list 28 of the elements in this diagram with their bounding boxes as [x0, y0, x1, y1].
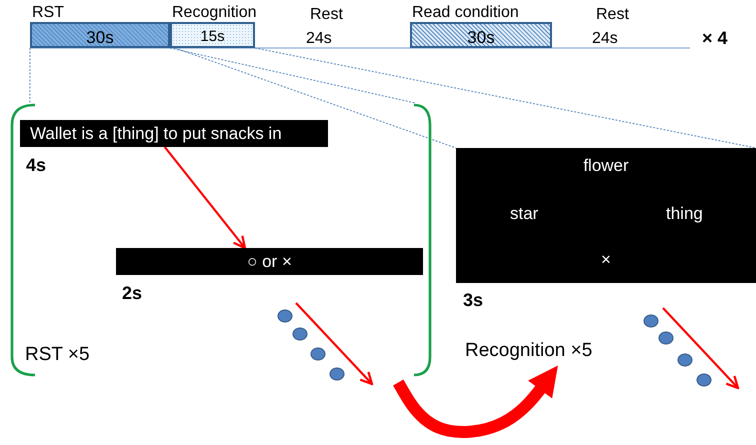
- repeat-label: Recognition ×5: [465, 341, 592, 360]
- stimulus-word: ×: [600, 251, 612, 268]
- arrow: [164, 146, 246, 250]
- segment-title: RST: [32, 5, 64, 21]
- zoom-line: [254, 48, 756, 148]
- phase-title: Rest: [596, 7, 629, 23]
- stimulus-text: Wallet is a [thing] to put snacks in: [29, 125, 283, 142]
- duration: 30s: [85, 29, 115, 46]
- repeat-count: × 4: [702, 29, 728, 47]
- duration: 15s: [199, 29, 226, 44]
- zoom-line: [29, 48, 30, 104]
- duration: 30s: [466, 29, 496, 46]
- zoom-line: [174, 48, 456, 148]
- stimulus-text: ○ or ×: [246, 253, 293, 270]
- stimulus-word: star: [510, 205, 538, 222]
- segment-title: Recognition: [172, 5, 256, 21]
- stimulus-word: thing: [666, 205, 703, 222]
- phase-title: Rest: [310, 7, 343, 23]
- duration: 24s: [592, 31, 618, 47]
- stimulus-word: flower: [582, 157, 630, 174]
- zoom-line: [170, 48, 416, 104]
- repeat-label: RST ×5: [25, 345, 90, 364]
- duration: 4s: [26, 156, 46, 174]
- curved-arrow: [393, 365, 558, 438]
- segment-title: Read condition: [412, 5, 519, 21]
- duration: 3s: [463, 291, 484, 309]
- duration: 24s: [306, 31, 332, 47]
- duration: 2s: [122, 284, 142, 302]
